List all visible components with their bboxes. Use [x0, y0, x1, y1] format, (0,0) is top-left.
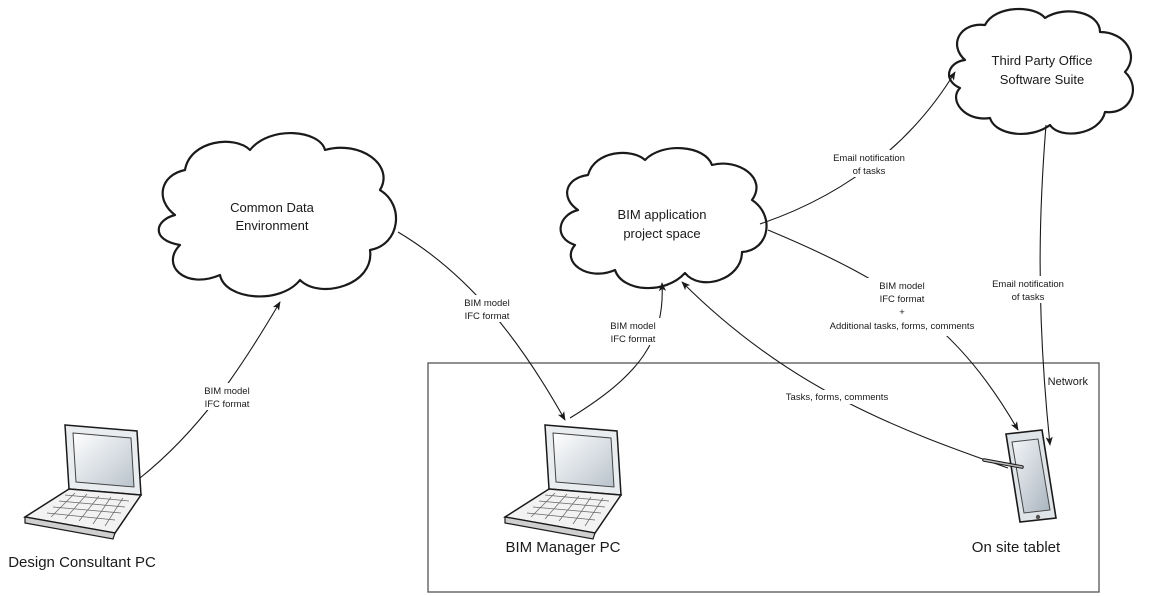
third-party-office-suite-cloud: Third Party Office Software Suite — [948, 7, 1135, 135]
connector-manager-to-bim-space: BIM model IFC format — [569, 282, 667, 419]
cloud-label-line: Software Suite — [1000, 72, 1085, 87]
network-label: Network — [1048, 376, 1089, 388]
edge-label-line: IFC format — [611, 334, 656, 345]
cloud-label-line: project space — [623, 226, 700, 241]
edge-label-line: Tasks, forms, comments — [786, 392, 889, 403]
edge-label-line: BIM model — [204, 386, 249, 397]
device-label: On site tablet — [972, 539, 1061, 556]
connector-cde-to-manager: BIM model IFC format — [397, 231, 566, 421]
edge-label-line: of tasks — [853, 166, 886, 177]
edge-label-line: Additional tasks, forms, comments — [830, 321, 975, 332]
edge-label-line: Email notification — [992, 279, 1064, 290]
connector-tablet-to-bim-space: Tasks, forms, comments — [681, 281, 1009, 469]
cloud-label-line: Environment — [236, 218, 309, 233]
edge-label-line: BIM model — [610, 321, 655, 332]
cloud-label-line: Common Data — [230, 200, 315, 215]
connector-bim-space-to-third-party: Email notification of tasks — [759, 71, 956, 225]
connector-bim-space-to-tablet: BIM model IFC format + Additional tasks,… — [767, 229, 1019, 431]
connector-third-party-to-tablet: Email notification of tasks — [980, 124, 1076, 446]
device-label: BIM Manager PC — [505, 539, 620, 556]
edge-label-line: IFC format — [205, 399, 250, 410]
edge-label-line: IFC format — [880, 294, 925, 305]
cloud-label-line: Third Party Office — [992, 53, 1093, 68]
edge-label-line: of tasks — [1012, 292, 1045, 303]
bim-manager-laptop-icon — [502, 424, 623, 540]
edge-label-line: BIM model — [464, 298, 509, 309]
bim-application-project-space-cloud: BIM application project space — [559, 147, 768, 290]
cloud-label-line: BIM application — [618, 207, 707, 222]
connector-design-to-cde: BIM model IFC format — [139, 301, 281, 479]
edge-label-line: IFC format — [465, 311, 510, 322]
design-consultant-laptop-icon — [22, 424, 143, 540]
edge-label-line: Email notification — [833, 153, 905, 164]
network-boundary: Network — [427, 362, 1100, 593]
common-data-environment-cloud: Common Data Environment — [157, 131, 398, 298]
device-label: Design Consultant PC — [8, 554, 156, 571]
edge-label-line: BIM model — [879, 281, 924, 292]
edge-label-line: + — [899, 307, 905, 318]
tablet-icon — [982, 429, 1057, 523]
